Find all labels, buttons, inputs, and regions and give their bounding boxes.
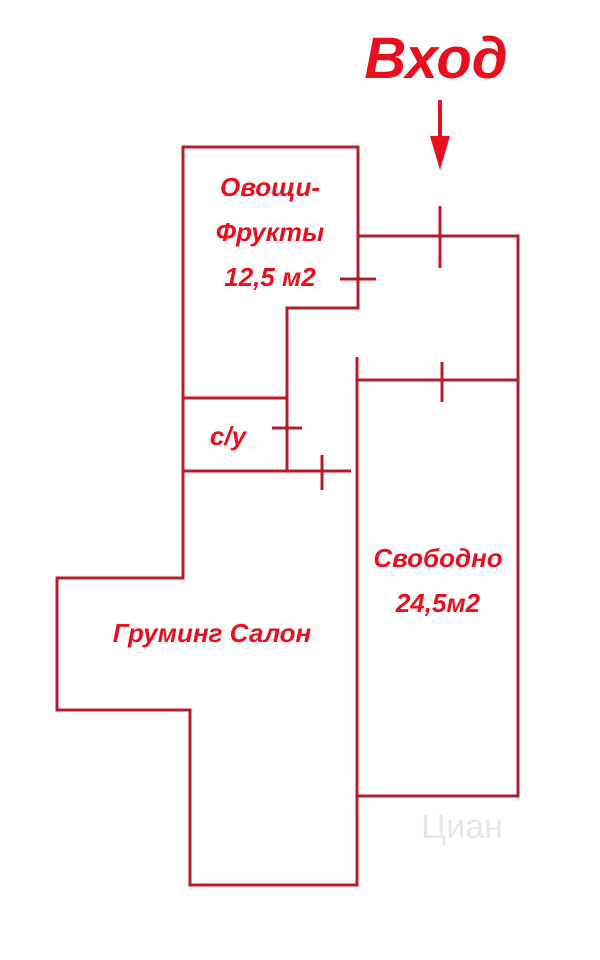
- room-veg-area: 12,5 м2: [224, 262, 316, 292]
- entrance-hall-walls: [357, 234, 520, 382]
- room-wc-label: с/у: [210, 421, 248, 451]
- watermark: Циан: [421, 808, 503, 846]
- room-free-area: 24,5м2: [395, 588, 481, 618]
- room-veg-label-line2: Фрукты: [216, 217, 324, 247]
- entrance-arrow-icon: [430, 100, 450, 170]
- room-grooming-label: Груминг Салон: [113, 618, 312, 648]
- room-grooming-walls: [55, 469, 359, 887]
- room-free-label: Свободно: [373, 543, 502, 573]
- room-veg-label-line1: Овощи-: [220, 172, 320, 202]
- room-free-walls: [355, 357, 520, 798]
- entrance-label: Вход: [364, 26, 507, 91]
